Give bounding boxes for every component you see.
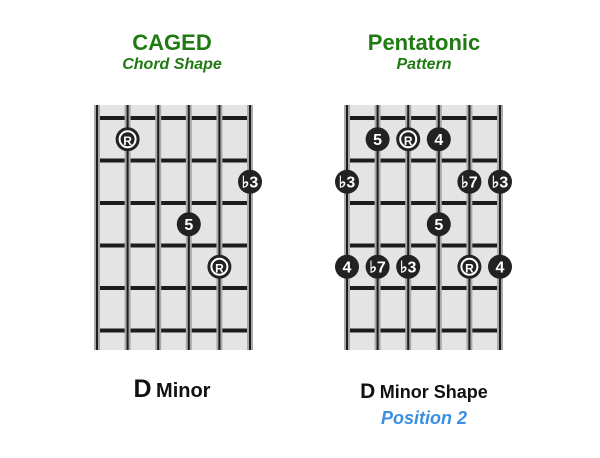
note-dot xyxy=(238,169,262,194)
caged-fretboard: R♭35R xyxy=(94,105,262,350)
note-label: 4 xyxy=(343,259,352,276)
note-label: ♭7 xyxy=(461,174,478,191)
scale-note: ♭3 xyxy=(396,254,421,279)
root-note: R xyxy=(457,254,482,279)
pentatonic-subtitle: Pattern xyxy=(396,56,452,73)
note-dot xyxy=(457,169,482,194)
caged-caption: D Minor xyxy=(22,375,322,404)
note-label: 5 xyxy=(184,217,193,234)
root-ring xyxy=(399,130,418,149)
note-label: ♭3 xyxy=(339,174,356,191)
note-dot xyxy=(365,127,390,152)
note-dot xyxy=(426,212,451,237)
scale-note: ♭3 xyxy=(238,169,262,194)
caged-caption-word: Minor xyxy=(156,380,211,402)
scale-note: ♭3 xyxy=(335,169,359,194)
caged-title: CAGED xyxy=(132,30,212,55)
scale-note: ♭3 xyxy=(488,169,512,194)
note-label: 5 xyxy=(373,132,382,149)
scale-note: 4 xyxy=(488,254,512,279)
scale-note: 5 xyxy=(365,127,390,152)
note-dot xyxy=(426,127,451,152)
note-label: R xyxy=(404,134,413,148)
note-label: ♭3 xyxy=(242,174,259,191)
root-note: R xyxy=(207,254,232,279)
pentatonic-caption-key: D xyxy=(360,380,376,403)
scale-note: 4 xyxy=(426,127,451,152)
note-dot xyxy=(396,254,421,279)
note-label: 4 xyxy=(434,132,443,149)
scale-note: ♭7 xyxy=(457,169,482,194)
scale-note: 5 xyxy=(426,212,451,237)
root-note: R xyxy=(396,127,421,152)
note-label: R xyxy=(465,261,474,275)
note-dot xyxy=(365,254,390,279)
scale-note: 4 xyxy=(335,254,359,279)
root-note: R xyxy=(115,127,140,152)
caged-subtitle: Chord Shape xyxy=(122,56,222,73)
note-dot xyxy=(335,169,359,194)
scale-note: 5 xyxy=(176,212,201,237)
note-dot xyxy=(488,169,512,194)
root-ring xyxy=(460,257,479,276)
note-label: 4 xyxy=(496,259,505,276)
note-dot xyxy=(335,254,359,279)
root-ring xyxy=(210,257,229,276)
pentatonic-title: Pentatonic xyxy=(367,30,481,55)
note-label: ♭7 xyxy=(369,259,386,276)
position-label: Position 2 xyxy=(380,408,467,428)
note-dot xyxy=(488,254,512,279)
scale-note: ♭7 xyxy=(365,254,390,279)
note-label: ♭3 xyxy=(400,259,417,276)
root-ring xyxy=(118,130,137,149)
pentatonic-caption-word: Minor Shape xyxy=(379,382,488,402)
note-label: 5 xyxy=(434,217,443,234)
pentatonic-caption: D Minor Shape xyxy=(274,380,574,404)
caged-caption-key: D xyxy=(133,375,152,403)
note-label: R xyxy=(215,261,224,275)
note-label: ♭3 xyxy=(492,174,509,191)
note-label: R xyxy=(123,134,132,148)
note-dot xyxy=(176,212,201,237)
